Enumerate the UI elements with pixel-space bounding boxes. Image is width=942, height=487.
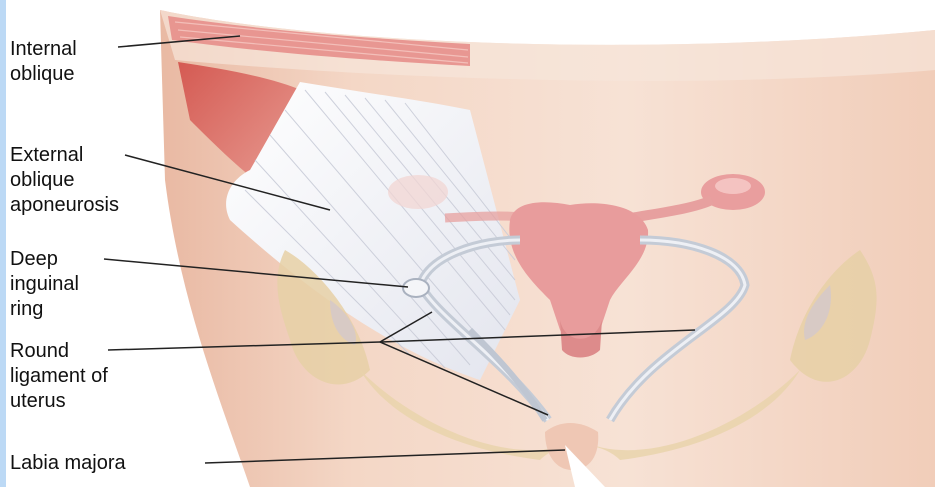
label-round-ligament: Round ligament of uterus (10, 339, 108, 414)
deep-inguinal-ring-shape (403, 279, 429, 297)
label-labia-majora: Labia majora (10, 451, 126, 476)
right-ovary-highlight (715, 178, 751, 194)
label-external-oblique-aponeurosis: External oblique aponeurosis (10, 143, 119, 218)
label-deep-inguinal-ring: Deep inguinal ring (10, 247, 79, 322)
left-ovary (388, 175, 448, 209)
label-internal-oblique: Internal oblique (10, 37, 77, 87)
